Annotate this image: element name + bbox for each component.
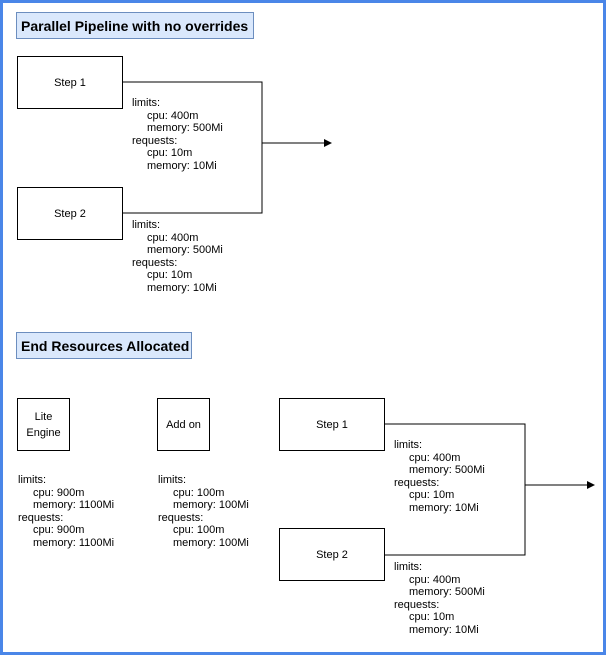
requests-label: requests:	[394, 476, 440, 489]
lite-engine-label-line2: Engine	[26, 426, 61, 439]
limits-cpu: cpu: 400m	[147, 109, 199, 122]
section2-step2-label: Step 2	[316, 548, 348, 561]
limits-label: limits:	[132, 219, 161, 231]
requests-cpu: cpu: 10m	[409, 489, 455, 501]
section2-merge-line	[384, 423, 526, 556]
section1-merge-line	[123, 81, 263, 214]
limits-memory: memory: 500Mi	[409, 464, 485, 476]
requests-label: requests:	[394, 598, 440, 611]
add-on-box: Add on	[157, 398, 210, 451]
requests-cpu: cpu: 900m	[33, 524, 85, 536]
requests-cpu: cpu: 10m	[409, 611, 455, 623]
limits-memory: memory: 500Mi	[147, 244, 223, 256]
requests-memory: memory: 1100Mi	[33, 536, 115, 549]
requests-memory: memory: 100Mi	[173, 536, 249, 549]
lite-engine-resources: limits: cpu: 900m memory: 1100Mi request…	[18, 474, 114, 549]
section2-step1-label: Step 1	[316, 418, 348, 431]
section1-step2-resources: limits: cpu: 400m memory: 500Mi requests…	[132, 219, 223, 294]
requests-label: requests:	[18, 511, 64, 524]
requests-cpu: cpu: 100m	[173, 524, 225, 536]
limits-cpu: cpu: 400m	[409, 451, 461, 464]
section1-step2-box: Step 2	[17, 187, 123, 240]
limits-label: limits:	[18, 474, 47, 486]
requests-memory: memory: 10Mi	[147, 159, 217, 172]
limits-cpu: cpu: 100m	[173, 486, 225, 499]
section1-title: Parallel Pipeline with no overrides	[16, 12, 254, 39]
limits-memory: memory: 500Mi	[409, 586, 485, 598]
requests-memory: memory: 10Mi	[409, 501, 479, 514]
section1-step1-resources: limits: cpu: 400m memory: 500Mi requests…	[132, 97, 223, 172]
limits-label: limits:	[394, 439, 423, 451]
requests-label: requests:	[158, 511, 204, 524]
add-on-resources: limits: cpu: 100m memory: 100Mi requests…	[158, 474, 249, 549]
requests-cpu: cpu: 10m	[147, 147, 193, 159]
section1-step1-box: Step 1	[17, 56, 123, 109]
requests-label: requests:	[132, 134, 178, 147]
requests-label: requests:	[132, 256, 178, 269]
section2-connectors	[384, 423, 595, 556]
add-on-label: Add on	[166, 418, 201, 431]
lite-engine-box: Lite Engine	[17, 398, 70, 451]
section2-step2-resources: limits: cpu: 400m memory: 500Mi requests…	[394, 561, 485, 636]
limits-cpu: cpu: 400m	[147, 231, 199, 244]
limits-memory: memory: 100Mi	[173, 499, 249, 511]
limits-label: limits:	[158, 474, 187, 486]
section1-connectors	[123, 81, 332, 214]
limits-memory: memory: 1100Mi	[33, 499, 115, 511]
requests-memory: memory: 10Mi	[147, 281, 217, 294]
section1-step1-label: Step 1	[54, 76, 86, 89]
section2-step1-box: Step 1	[279, 398, 385, 451]
lite-engine-label-line1: Lite	[34, 410, 53, 423]
limits-cpu: cpu: 900m	[33, 486, 85, 499]
limits-memory: memory: 500Mi	[147, 122, 223, 134]
section1-step2-label: Step 2	[54, 207, 86, 220]
connector-lines	[123, 81, 595, 556]
requests-cpu: cpu: 10m	[147, 269, 193, 281]
section2-title: End Resources Allocated	[16, 332, 192, 359]
limits-cpu: cpu: 400m	[409, 573, 461, 586]
requests-memory: memory: 10Mi	[409, 623, 479, 636]
section2-step1-resources: limits: cpu: 400m memory: 500Mi requests…	[394, 439, 485, 514]
limits-label: limits:	[394, 561, 423, 573]
section2-step2-box: Step 2	[279, 528, 385, 581]
limits-label: limits:	[132, 97, 161, 109]
